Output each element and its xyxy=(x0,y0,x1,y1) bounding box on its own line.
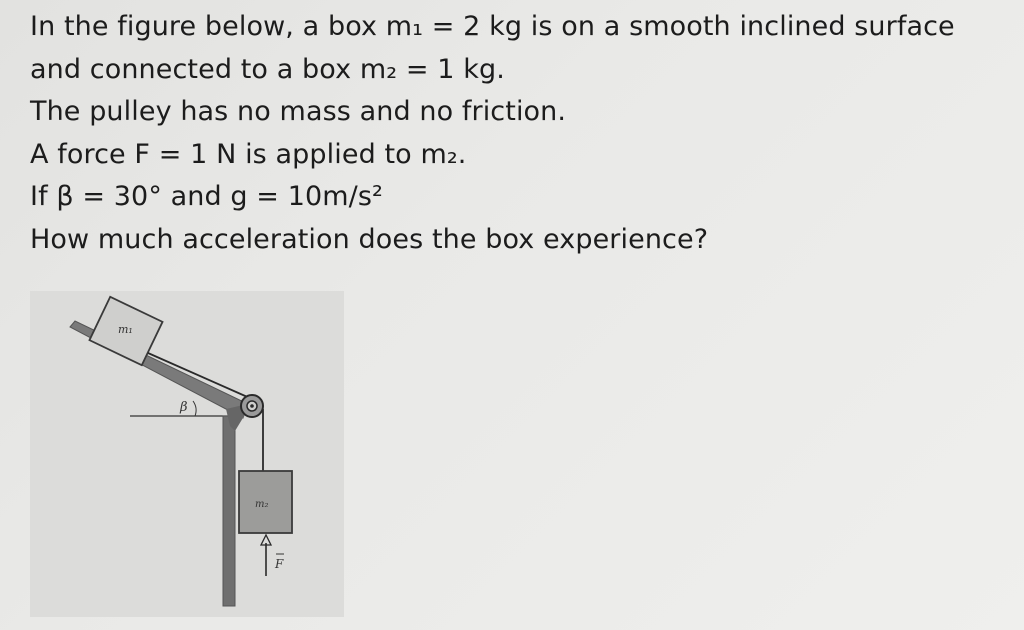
force-arrow xyxy=(259,533,273,576)
problem-line-5: If β = 30° and g = 10m/s² xyxy=(30,181,383,212)
angle-beta-arc xyxy=(192,400,197,417)
support-post xyxy=(222,415,236,607)
box-m2-label: m₂ xyxy=(255,499,269,510)
box-m2 xyxy=(238,470,293,534)
problem-line-6: How much acceleration does the box exper… xyxy=(30,223,709,255)
angle-beta-label: β xyxy=(179,400,188,415)
problem-line-3: The pulley has no mass and no friction. xyxy=(30,96,567,127)
problem-line-2: and connected to a box m₂ = 1 kg. xyxy=(30,53,505,85)
problem-statement: In the figure below, a box m₁ = 2 kg is … xyxy=(30,6,1015,261)
incline-pulley-diagram: m₁ m₂ β F xyxy=(69,295,293,607)
force-label: F xyxy=(274,557,284,571)
box-m1-label: m₁ xyxy=(118,323,133,336)
pulley xyxy=(240,394,264,418)
box-m1 xyxy=(88,295,164,367)
string-incline xyxy=(147,352,253,400)
problem-line-4: A force F = 1 N is applied to m₂. xyxy=(30,138,467,170)
physics-figure: m₁ m₂ β F xyxy=(30,291,344,617)
problem-line-1: In the figure below, a box m₁ = 2 kg is … xyxy=(30,11,955,42)
